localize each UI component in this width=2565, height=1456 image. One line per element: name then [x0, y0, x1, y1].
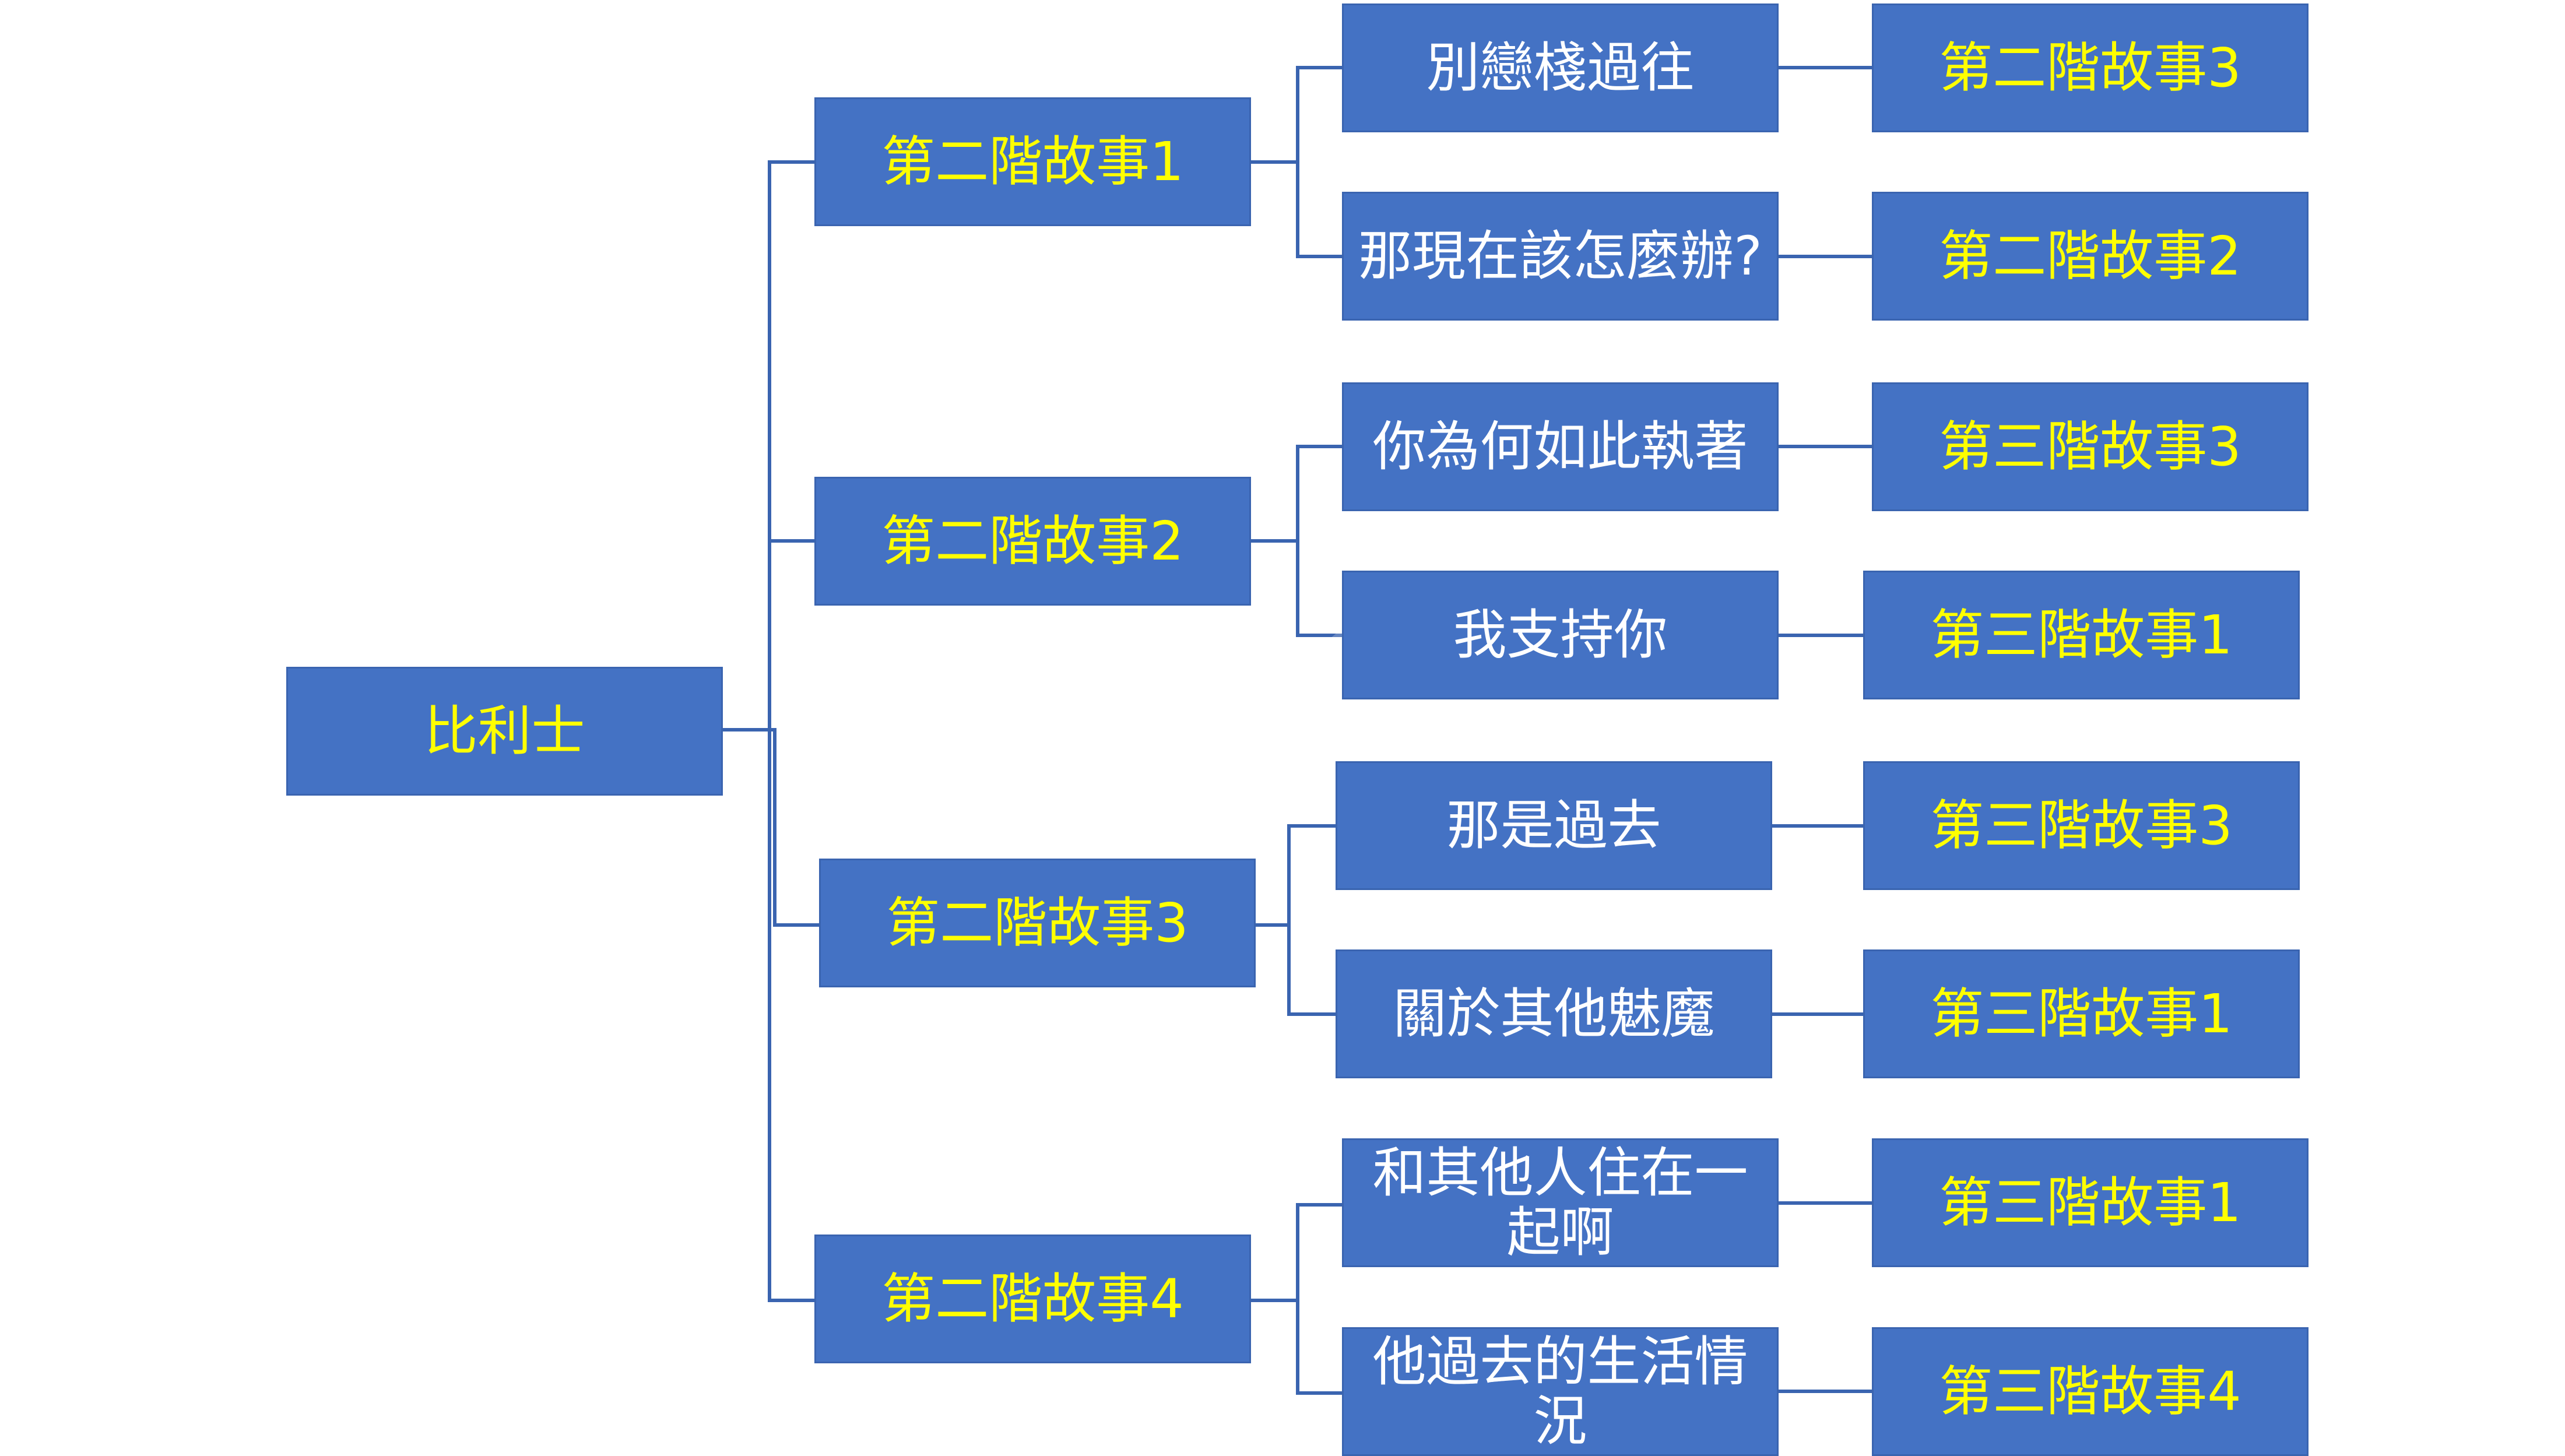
result-node-2-2: 第三階故事1 [1863, 571, 2300, 699]
option-node-2-1: 你為何如此執著 [1342, 382, 1779, 511]
level2-node-2: 第二階故事2 [814, 477, 1251, 606]
result-label-3-2: 第三階故事1 [1930, 982, 2233, 1045]
option-label-2-1: 你為何如此執著 [1372, 415, 1748, 478]
option-label-2-2: 我支持你 [1453, 603, 1668, 666]
option-node-3-1: 那是過去 [1336, 761, 1772, 890]
result-label-4-1: 第三階故事1 [1939, 1171, 2241, 1234]
option-node-4-1: 和其他人住在一起啊 [1342, 1138, 1779, 1267]
option-node-4-2: 他過去的生活情況 [1342, 1327, 1779, 1456]
option-label-3-1: 那是過去 [1446, 794, 1661, 857]
result-node-3-2: 第三階故事1 [1863, 949, 2300, 1078]
result-label-3-1: 第三階故事3 [1930, 794, 2233, 857]
root-node: 比利士 [286, 667, 723, 796]
option-node-3-2: 關於其他魅魔 [1336, 949, 1772, 1078]
result-label-1-1: 第二階故事3 [1939, 36, 2241, 99]
result-node-4-1: 第三階故事1 [1872, 1138, 2308, 1267]
result-node-3-1: 第三階故事3 [1863, 761, 2300, 890]
level2-label-4: 第二階故事4 [881, 1267, 1184, 1330]
level2-node-1: 第二階故事1 [814, 97, 1251, 226]
result-label-2-1: 第三階故事3 [1939, 415, 2241, 478]
level2-label-1: 第二階故事1 [881, 130, 1184, 193]
result-node-1-1: 第二階故事3 [1872, 3, 2308, 132]
option-label-1-1: 別戀棧過往 [1426, 36, 1695, 99]
result-label-2-2: 第三階故事1 [1930, 603, 2233, 666]
result-node-1-2: 第二階故事2 [1872, 192, 2308, 321]
level2-label-2: 第二階故事2 [881, 509, 1184, 572]
option-node-1-2: 那現在該怎麼辦? [1342, 192, 1779, 321]
level2-node-3: 第二階故事3 [819, 859, 1256, 987]
level2-node-4: 第二階故事4 [814, 1235, 1251, 1363]
result-node-2-1: 第三階故事3 [1872, 382, 2308, 511]
result-label-1-2: 第二階故事2 [1939, 224, 2241, 287]
option-node-1-1: 別戀棧過往 [1342, 3, 1779, 132]
result-node-4-2: 第三階故事4 [1872, 1327, 2308, 1456]
root-label: 比利士 [424, 699, 585, 762]
option-label-3-2: 關於其他魅魔 [1393, 982, 1715, 1045]
level2-label-3: 第二階故事3 [886, 891, 1189, 954]
option-label-4-2: 他過去的生活情況 [1372, 1331, 1748, 1453]
option-label-4-1: 和其他人住在一起啊 [1372, 1142, 1748, 1264]
option-label-1-2: 那現在該怎麼辦? [1358, 224, 1762, 287]
option-node-2-2: 我支持你 [1342, 571, 1779, 699]
result-label-4-2: 第三階故事4 [1939, 1360, 2241, 1423]
